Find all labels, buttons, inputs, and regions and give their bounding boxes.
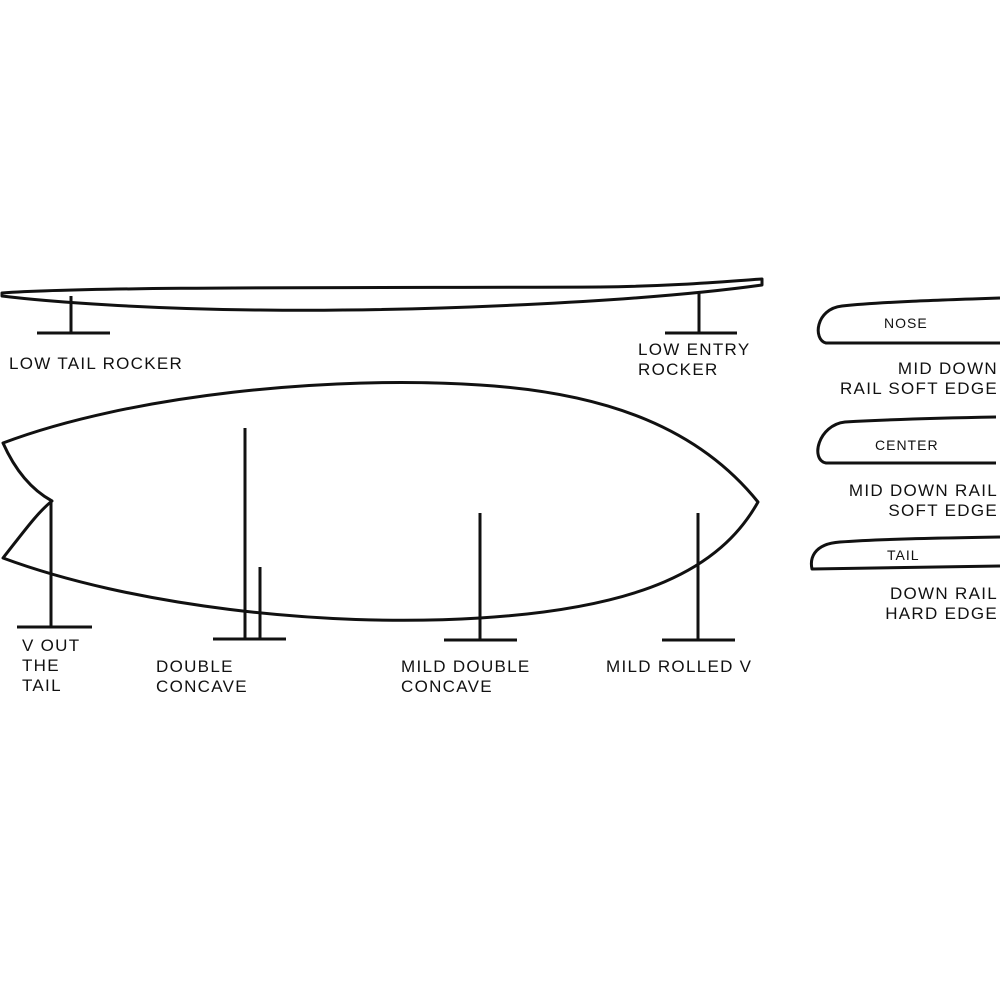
board-side-profile xyxy=(0,277,764,312)
tail-rocker-marker xyxy=(37,296,110,335)
entry-rocker-marker xyxy=(665,292,737,335)
double-concave-label: DOUBLE CONCAVE xyxy=(156,657,248,696)
tail-rail-profile xyxy=(809,535,1000,571)
rail-section-tail-label: TAIL xyxy=(887,547,920,563)
low-entry-rocker-label: LOW ENTRY ROCKER xyxy=(638,340,751,379)
nose-rail-profile xyxy=(816,296,1000,345)
rail-description-nose: MID DOWN RAIL SOFT EDGE xyxy=(839,359,998,398)
rail-description-tail: DOWN RAIL HARD EDGE xyxy=(885,584,998,623)
mild-double-concave-label: MILD DOUBLE CONCAVE xyxy=(401,657,531,696)
low-tail-rocker-label: LOW TAIL ROCKER xyxy=(9,354,184,373)
center-rail-profile xyxy=(816,415,997,465)
rail-description-center: MID DOWN RAIL SOFT EDGE xyxy=(848,481,998,520)
double-concave-marker xyxy=(213,428,286,641)
rail-section-center-label: CENTER xyxy=(875,437,939,453)
mild-double-concave-marker xyxy=(444,513,517,642)
v-tail-marker xyxy=(17,502,92,629)
rail-section-nose-label: NOSE xyxy=(884,315,928,331)
board-planform-outline xyxy=(1,380,760,622)
mild-rolled-v-marker xyxy=(662,513,735,642)
v-out-the-tail-label: V OUT THE TAIL xyxy=(22,636,81,695)
mild-rolled-v-label: MILD ROLLED V xyxy=(606,657,753,676)
